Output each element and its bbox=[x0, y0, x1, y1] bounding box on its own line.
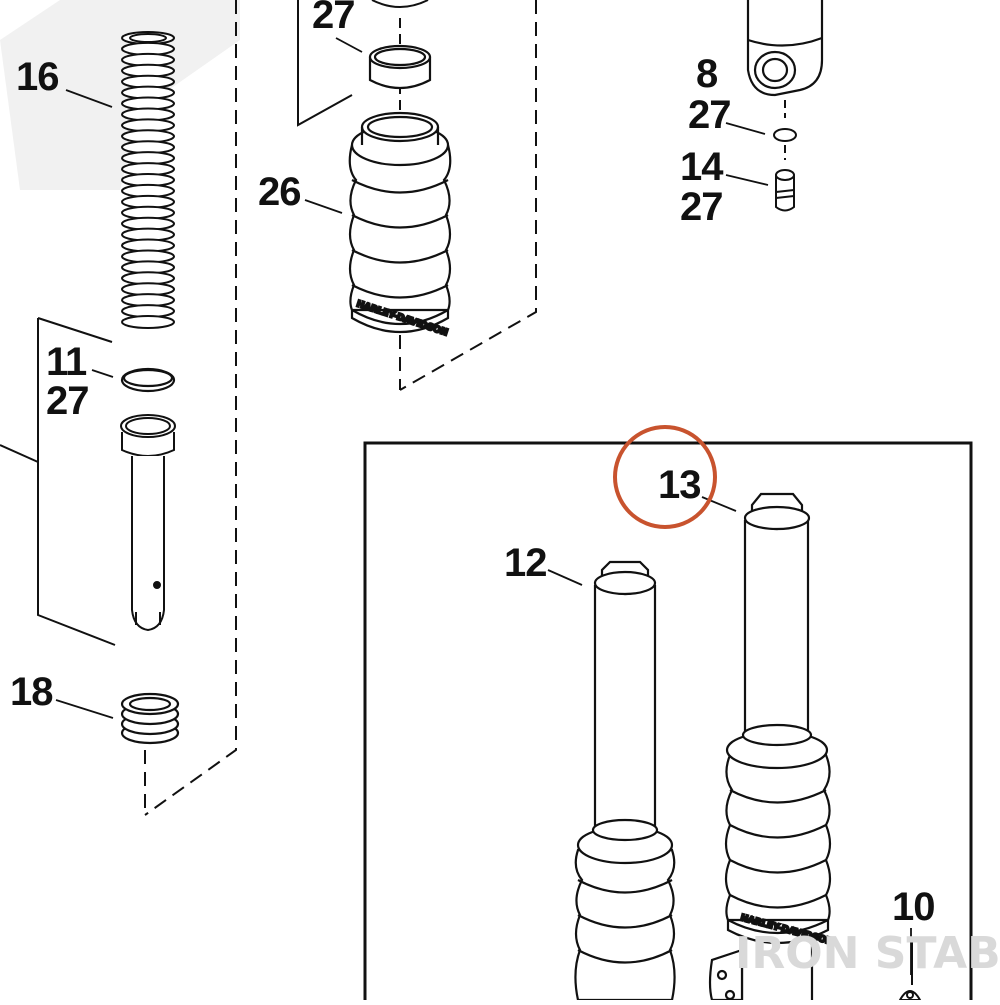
background-watermark-shape bbox=[0, 0, 240, 190]
callout-10: 10 bbox=[892, 885, 935, 929]
watermark-text: IRON STABLE bbox=[735, 928, 1000, 979]
middle-assembly-dashed-frame bbox=[297, 0, 537, 391]
left-assembly-dashed-frame bbox=[0, 0, 237, 816]
callout-27-a: 27 bbox=[688, 93, 731, 137]
washer-27 bbox=[773, 128, 797, 142]
bushing-27 bbox=[368, 44, 432, 90]
inset-frame bbox=[363, 441, 973, 1000]
callout-27-c: 27 bbox=[46, 379, 89, 423]
callout-12: 12 bbox=[504, 541, 547, 585]
highlight-circle-13 bbox=[613, 425, 717, 529]
top-cap-fragment bbox=[371, 0, 429, 8]
callout-27-top: 27 bbox=[312, 0, 355, 37]
fork-assembly-12 bbox=[574, 560, 676, 1002]
callout-11: 11 bbox=[46, 340, 87, 384]
damper-tube bbox=[120, 414, 176, 632]
callout-27-b: 27 bbox=[680, 185, 723, 229]
fork-assembly-13: HARLEY-DAVIDSON bbox=[708, 492, 835, 1002]
fork-boot-26: HARLEY-DAVIDSON bbox=[348, 111, 452, 339]
callout-labels: 27 16 26 8 27 14 27 11 27 18 13 12 10 bbox=[10, 0, 936, 929]
leader-lines bbox=[55, 37, 912, 975]
spring-16 bbox=[121, 31, 175, 329]
callout-18: 18 bbox=[10, 670, 53, 714]
callout-8: 8 bbox=[696, 52, 718, 96]
spring-18 bbox=[120, 692, 180, 745]
callout-14: 14 bbox=[680, 145, 724, 189]
fork-slider-8 bbox=[746, 0, 824, 97]
snap-ring-11 bbox=[120, 367, 176, 393]
callout-13: 13 bbox=[658, 463, 701, 507]
spring-top-opening bbox=[129, 33, 167, 43]
callout-26: 26 bbox=[258, 170, 301, 214]
part-10 bbox=[898, 940, 922, 1001]
drain-screw-14 bbox=[775, 169, 795, 212]
callout-16: 16 bbox=[16, 55, 59, 99]
spring-coil bbox=[121, 315, 175, 329]
